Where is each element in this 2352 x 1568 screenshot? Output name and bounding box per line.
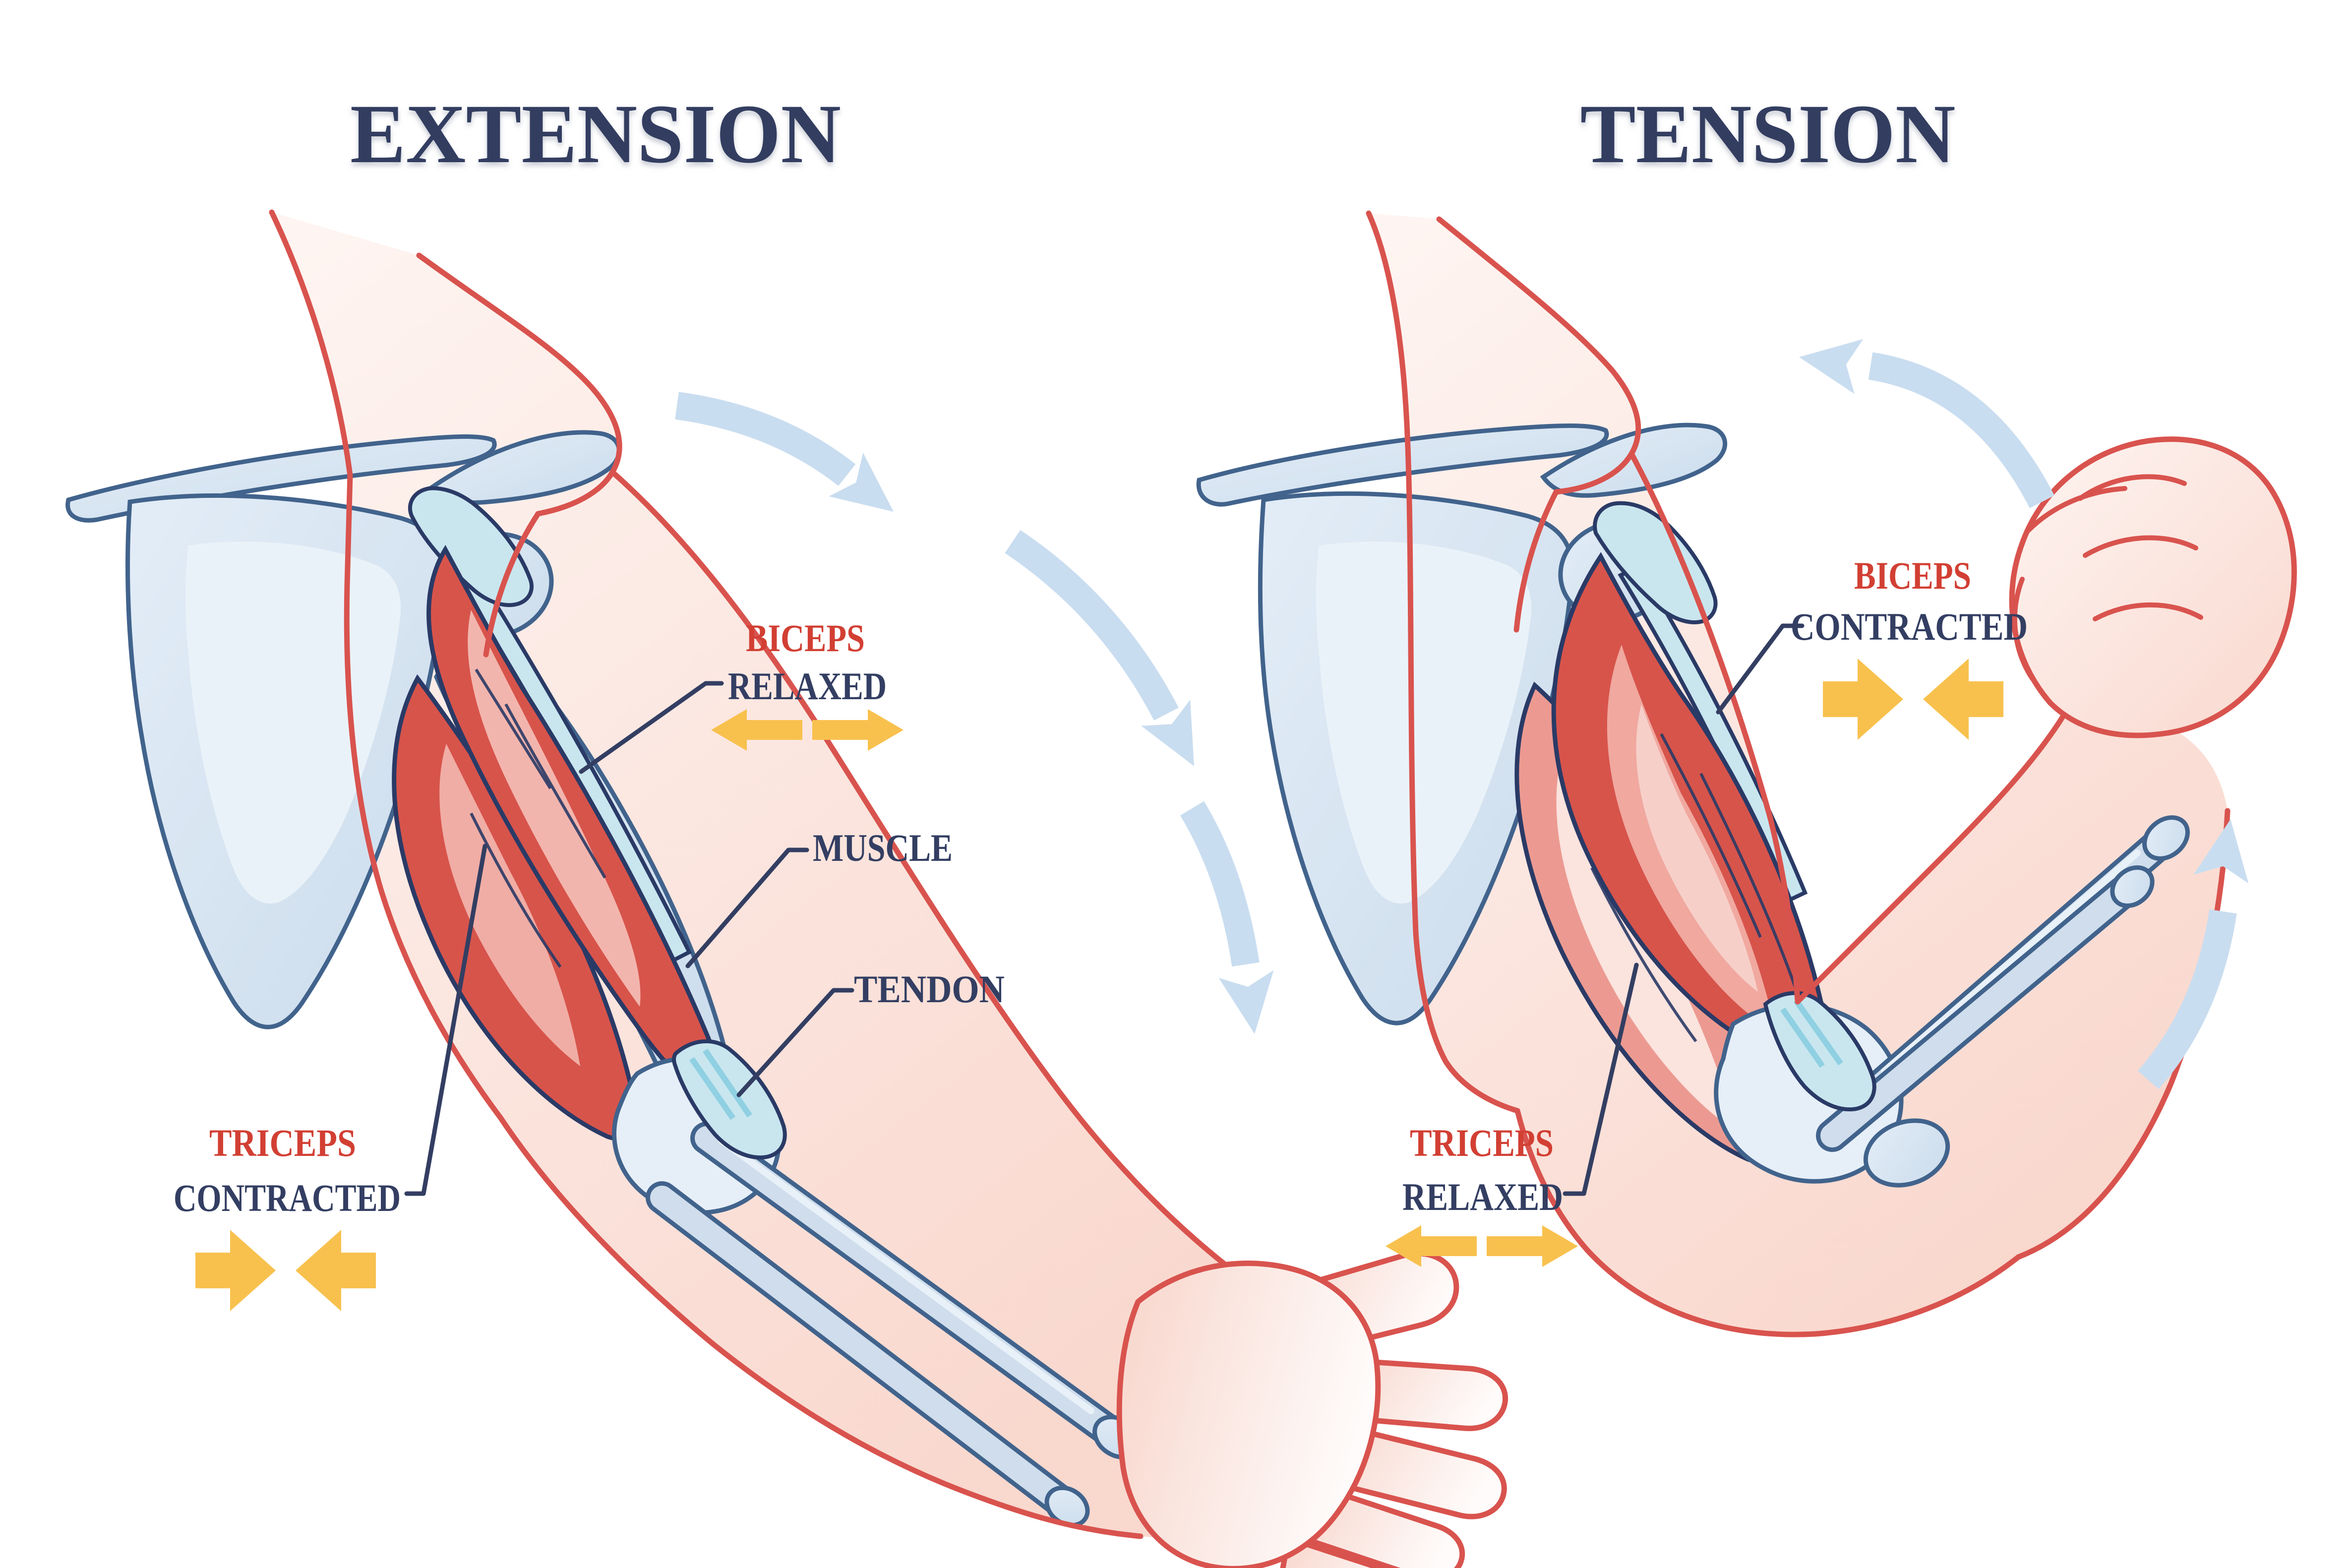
compress-arrows-icon: [195, 1230, 376, 1311]
skin-contour: [1366, 210, 2231, 1337]
extension-title: EXTENSION: [350, 87, 841, 181]
leader-line: [736, 988, 854, 1097]
biceps-state-label: BICEPS RELAXED: [579, 616, 904, 774]
tendon-label: TENDON: [736, 967, 1005, 1097]
leader-line: [685, 847, 809, 968]
distal-tendon: [672, 1039, 787, 1160]
leader-line: [1563, 963, 1639, 1196]
biceps-name: BICEPS: [746, 616, 865, 660]
compress-arrows-icon: [1823, 659, 2003, 740]
triceps-state-label: TRICEPS RELAXED: [1386, 963, 1639, 1267]
knuckle-lines: [2012, 474, 2203, 681]
biceps-name: BICEPS: [1854, 554, 1971, 597]
distal-tendon: [1763, 991, 1876, 1112]
extension-panel: EXTENSION BICEPS RELAXED MUSCLE TENDON T…: [65, 87, 1508, 1568]
tension-motion-arc-icon: [1795, 329, 2258, 1089]
svg-text:TENDON: TENDON: [854, 967, 1005, 1011]
stretch-arrows-icon: [1386, 1225, 1578, 1267]
biceps-state-label: BICEPS CONTRACTED: [1716, 554, 2028, 740]
shoulder-tendon: [1593, 501, 1718, 625]
wrist-bone: [2110, 865, 2155, 908]
open-hand: [1116, 1251, 1508, 1568]
fist: [2009, 436, 2297, 738]
scapula-highlight: [1316, 542, 1531, 904]
triceps-state: RELAXED: [1402, 1175, 1563, 1218]
biceps-muscle: [1551, 552, 1828, 1064]
leader-line: [404, 844, 487, 1196]
triceps-name: TRICEPS: [1410, 1121, 1554, 1164]
ulna-bone: [646, 1181, 1075, 1516]
skin-contour: [269, 209, 1258, 1539]
triceps-name: TRICEPS: [209, 1121, 356, 1164]
radius-bone: [690, 1122, 1125, 1447]
triceps-state-label: TRICEPS CONTRACTED: [174, 844, 487, 1311]
triceps-state: CONTRACTED: [174, 1176, 401, 1219]
extension-motion-arc-icon: [675, 392, 1282, 1038]
leader-line: [579, 681, 724, 774]
tension-panel: TENSION BICEPS CONTRACTED TRICEPS RELAXE…: [1196, 87, 2297, 1337]
biceps-state: CONTRACTED: [1791, 605, 2028, 648]
acromion-bone: [429, 430, 621, 505]
svg-text:MUSCLE: MUSCLE: [813, 826, 953, 869]
ulna-bone: [1816, 876, 2139, 1152]
palm: [1116, 1261, 1381, 1568]
wrist-bone: [2142, 815, 2190, 861]
muscle-label: MUSCLE: [685, 826, 953, 968]
long-tendon: [1618, 563, 1808, 905]
biceps-state: RELAXED: [728, 664, 887, 708]
leader-line: [1716, 623, 1805, 715]
olecranon-bone: [1863, 1118, 1950, 1188]
tension-title: TENSION: [1580, 87, 1956, 181]
